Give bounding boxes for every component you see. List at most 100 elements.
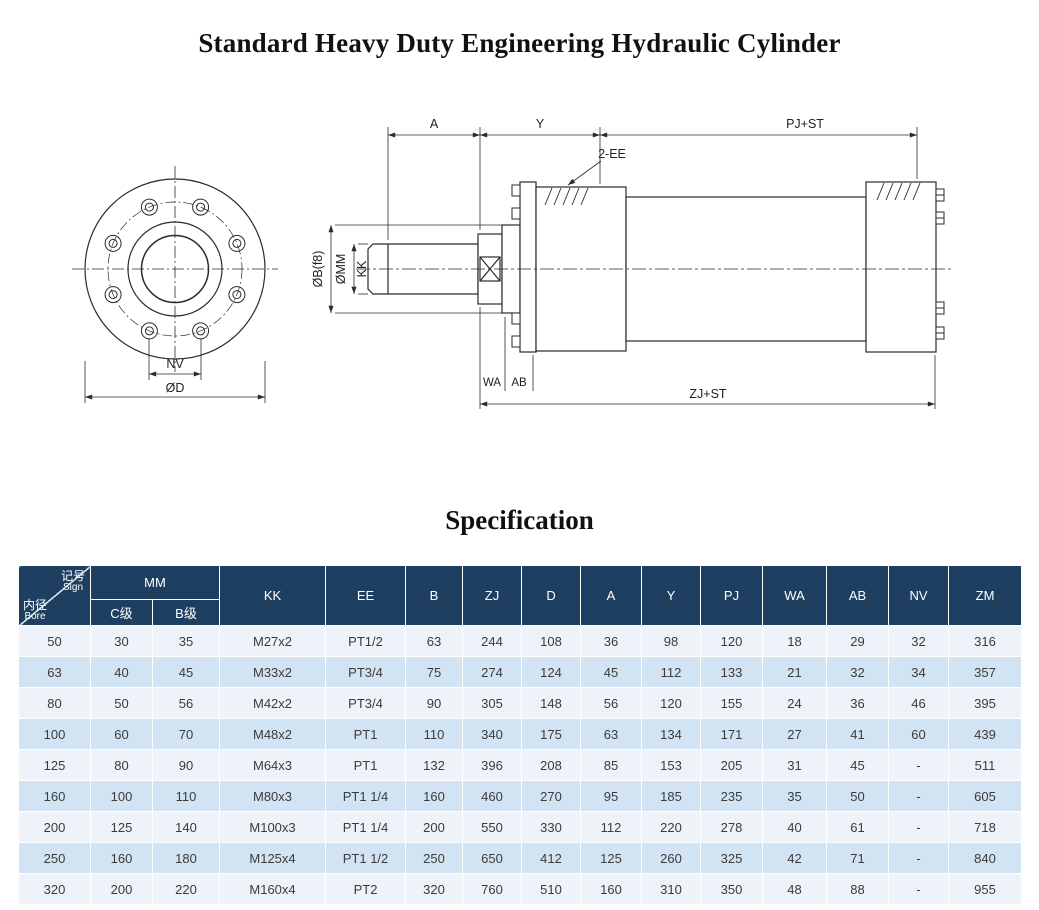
spec-cell: M33x2 xyxy=(219,656,327,688)
spec-cell: - xyxy=(888,749,950,781)
spec-cell: M80x3 xyxy=(219,780,327,812)
header-col-d: D xyxy=(521,565,582,626)
spec-cell: 63 xyxy=(18,656,91,688)
spec-cell: 244 xyxy=(462,625,523,657)
spec-cell: 250 xyxy=(405,842,464,874)
spec-cell: 100 xyxy=(90,780,153,812)
spec-cell: 185 xyxy=(641,780,702,812)
header-col-ee: EE xyxy=(325,565,407,626)
dim-label-pj-st: PJ+ST xyxy=(786,117,824,131)
spec-cell: 160 xyxy=(405,780,464,812)
spec-cell: 31 xyxy=(762,749,828,781)
spec-cell: 32 xyxy=(888,625,950,657)
spec-cell: 350 xyxy=(700,873,764,905)
spec-cell: 235 xyxy=(700,780,764,812)
spec-cell: 840 xyxy=(948,842,1023,874)
spec-cell: 42 xyxy=(762,842,828,874)
spec-cell: PT1 1/4 xyxy=(325,811,407,843)
spec-cell: PT3/4 xyxy=(325,656,407,688)
spec-cell: 396 xyxy=(462,749,523,781)
spec-cell: 36 xyxy=(580,625,643,657)
spec-cell: 45 xyxy=(580,656,643,688)
spec-cell: 125 xyxy=(90,811,153,843)
spec-cell: 160 xyxy=(90,842,153,874)
spec-cell: 133 xyxy=(700,656,764,688)
spec-cell: 120 xyxy=(641,687,702,719)
spec-cell: 153 xyxy=(641,749,702,781)
front-flange xyxy=(519,181,537,353)
spec-cell: 100 xyxy=(18,718,91,750)
header-bore: 内径 Bore xyxy=(23,597,48,622)
side-view xyxy=(367,181,945,353)
spec-cell: 220 xyxy=(641,811,702,843)
spec-cell: 270 xyxy=(521,780,582,812)
spec-cell: M64x3 xyxy=(219,749,327,781)
dim-label-a: A xyxy=(430,117,439,131)
spec-cell: 160 xyxy=(580,873,643,905)
spec-cell: 63 xyxy=(580,718,643,750)
dim-label-omm: ØMM xyxy=(334,254,348,285)
spec-cell: 112 xyxy=(641,656,702,688)
spec-table: 记号 Sign 内径 Bore MM KK EE B ZJ D A Y PJ W… xyxy=(18,565,1023,905)
spec-cell: 650 xyxy=(462,842,523,874)
spec-cell: 320 xyxy=(18,873,91,905)
spec-cell: 171 xyxy=(700,718,764,750)
header-col-y: Y xyxy=(641,565,702,626)
spec-cell: 134 xyxy=(641,718,702,750)
spec-cell: 511 xyxy=(948,749,1023,781)
spec-cell: 98 xyxy=(641,625,702,657)
spec-cell: 320 xyxy=(405,873,464,905)
front-center-lines xyxy=(72,166,278,372)
cylinder-drawing: NV ØD xyxy=(72,117,952,409)
spec-cell: 34 xyxy=(888,656,950,688)
header-grade-b: B级 xyxy=(151,599,221,626)
header-col-b: B xyxy=(405,565,464,626)
spec-cell: 220 xyxy=(151,873,221,905)
spec-cell: 61 xyxy=(826,811,890,843)
spec-cell: 155 xyxy=(700,687,764,719)
spec-cell: 120 xyxy=(700,625,764,657)
spec-cell: 35 xyxy=(151,625,221,657)
dim-label-nv: NV xyxy=(166,357,184,371)
spec-cell: 205 xyxy=(700,749,764,781)
spec-cell: 357 xyxy=(948,656,1023,688)
spec-cell: 110 xyxy=(405,718,464,750)
spec-cell: 36 xyxy=(826,687,890,719)
spec-cell: 32 xyxy=(826,656,890,688)
front-view xyxy=(72,166,278,372)
dim-label-ab: AB xyxy=(511,377,527,389)
spec-cell: 175 xyxy=(521,718,582,750)
side-view-dims xyxy=(328,127,936,409)
port-label-2ee: 2-EE xyxy=(598,147,626,161)
spec-cell: 50 xyxy=(826,780,890,812)
spec-cell: 112 xyxy=(580,811,643,843)
spec-cell: 75 xyxy=(405,656,464,688)
spec-cell: 274 xyxy=(462,656,523,688)
spec-cell: 760 xyxy=(462,873,523,905)
header-grade-c: C级 xyxy=(90,599,153,626)
spec-table-header: 记号 Sign 内径 Bore MM KK EE B ZJ D A Y PJ W… xyxy=(18,565,1023,626)
header-mm-group: MM xyxy=(89,565,221,600)
header-col-zm: ZM xyxy=(948,565,1023,626)
spec-cell: M42x2 xyxy=(219,687,327,719)
spec-cell: 148 xyxy=(521,687,582,719)
spec-cell: 955 xyxy=(948,873,1023,905)
dim-label-y: Y xyxy=(536,117,545,131)
header-col-pj: PJ xyxy=(700,565,764,626)
page-title: Standard Heavy Duty Engineering Hydrauli… xyxy=(198,28,841,58)
spec-cell: 108 xyxy=(521,625,582,657)
dim-label-ob: ØB(f8) xyxy=(311,251,325,288)
spec-cell: - xyxy=(888,842,950,874)
spec-cell: PT2 xyxy=(325,873,407,905)
spec-cell: PT1 xyxy=(325,749,407,781)
spec-cell: 45 xyxy=(151,656,221,688)
spec-cell: 24 xyxy=(762,687,828,719)
spec-cell: 40 xyxy=(762,811,828,843)
spec-cell: PT1 1/2 xyxy=(325,842,407,874)
spec-cell: 605 xyxy=(948,780,1023,812)
